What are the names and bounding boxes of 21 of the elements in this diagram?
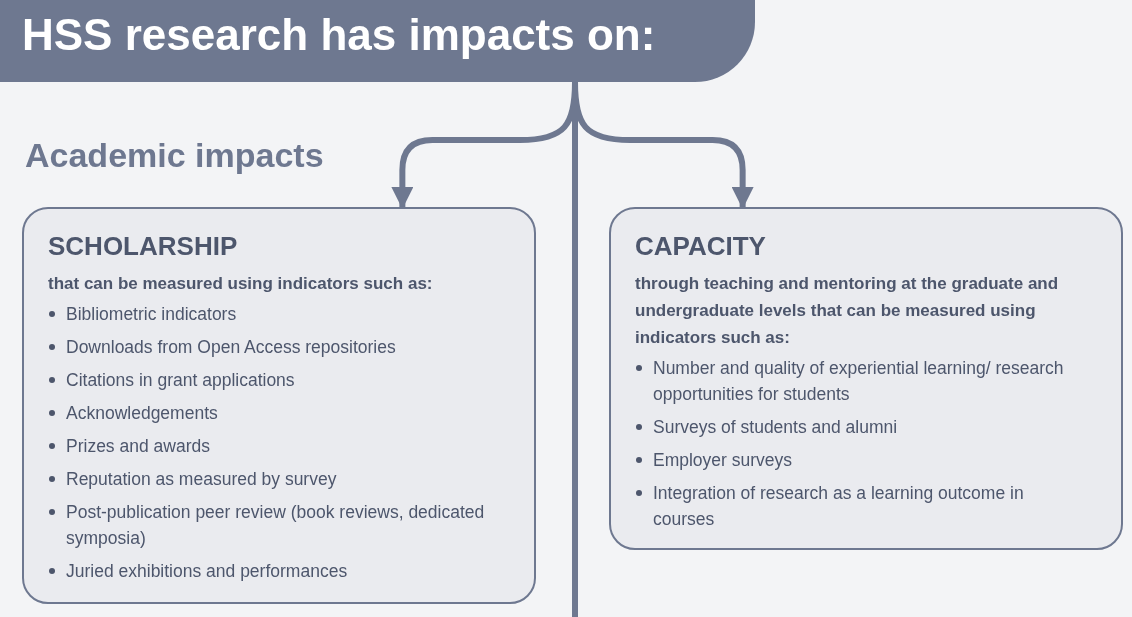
card-heading: CAPACITY (635, 231, 767, 262)
bullet-item: Juried exhibitions and performances (48, 558, 494, 584)
bullet-item: Bibliometric indicators (48, 301, 494, 327)
bullet-item: Prizes and awards (48, 433, 494, 459)
card-subheading: that can be measured using indicators such as: (48, 273, 434, 295)
indicator-card (609, 207, 1123, 550)
bullet-item: Reputation as measured by survey (48, 466, 494, 492)
card-subheading: through teaching and mentoring at the graduate and undergraduate levels that can be measured using indicators such as: (635, 273, 1060, 349)
bullet-item: Citations in grant applications (48, 367, 494, 393)
card-heading: SCHOLARSHIP (48, 231, 239, 262)
bullet-item: Acknowledgements (48, 400, 494, 426)
bullet-item: Surveys of students and alumni (635, 414, 1081, 440)
banner-title: HSS research has impacts on: (22, 10, 656, 60)
bullet-item: Employer surveys (635, 447, 1081, 473)
bullet-item: Downloads from Open Access repositories (48, 334, 494, 360)
bullet-item: Number and quality of experiential learning/ research opportunities for students (635, 355, 1081, 407)
title-banner (0, 0, 755, 82)
bullet-item: Integration of research as a learning outcome in courses (635, 480, 1081, 532)
indicator-card (22, 207, 536, 604)
section-heading: Academic impacts (25, 136, 324, 175)
bullet-item: Post-publication peer review (book reviews, dedicated symposia) (48, 499, 494, 551)
